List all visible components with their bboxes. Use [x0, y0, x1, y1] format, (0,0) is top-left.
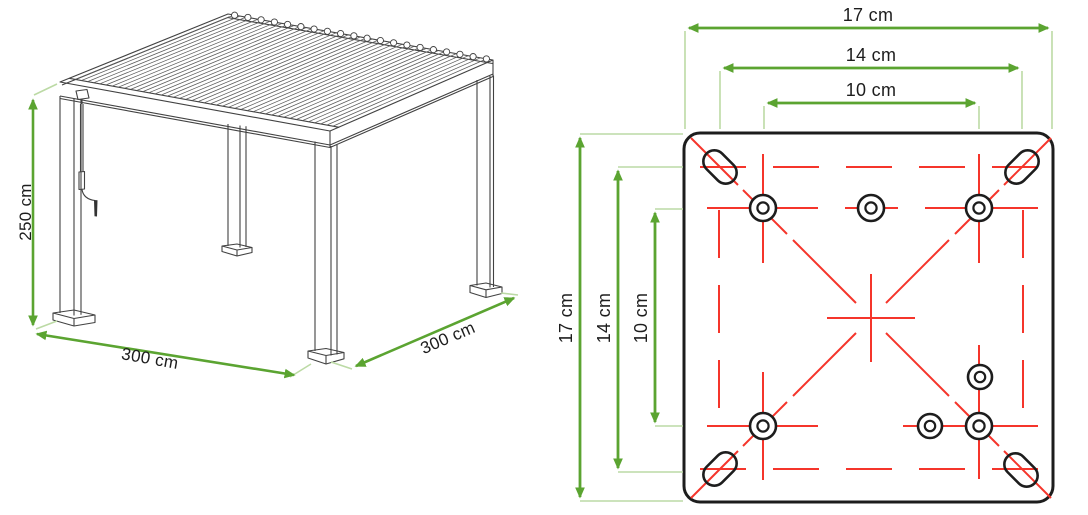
width-dimension-arrow	[354, 296, 516, 368]
post-back	[221, 124, 253, 257]
plate-dimension-labels: 17 cm 14 cm 10 cm 17 cm 14 cm 10 cm	[556, 5, 896, 343]
height-dimension-label: 250 cm	[16, 183, 35, 241]
post-front	[307, 141, 345, 365]
plate-height-10-label: 10 cm	[631, 293, 651, 344]
roof-louvers	[75, 14, 487, 127]
pergola-roof	[59, 11, 494, 149]
plate-width-17-label: 17 cm	[843, 5, 894, 25]
pergola-posts	[52, 75, 503, 365]
post-left	[52, 96, 96, 327]
corner-slot-top-left	[702, 149, 738, 185]
roof-fascia	[59, 60, 494, 149]
pergola-drawing: 250 cm 300 cm 300 cm	[16, 11, 519, 379]
bolt-hole-bottom-right-upper	[966, 363, 994, 391]
corner-slot-bottom-right	[1003, 452, 1039, 488]
base-plate-diagram: 17 cm 14 cm 10 cm 17 cm 14 cm 10 cm	[556, 5, 1055, 504]
corner-slot-top-right	[1004, 149, 1040, 185]
bolt-holes	[748, 193, 994, 441]
post-right	[469, 75, 503, 299]
bolt-hole-bottom-right	[964, 411, 994, 441]
bolt-hole-top-center	[856, 193, 886, 223]
extension-lines-plate	[580, 31, 1053, 502]
bolt-hole-bottom-right-left	[916, 412, 944, 440]
depth-dimension-arrow	[35, 330, 296, 379]
plate-dimension-arrows	[575, 23, 1050, 499]
center-cross	[827, 274, 915, 362]
bolt-hole-top-right	[964, 193, 994, 223]
crank-grip	[94, 200, 98, 217]
corner-slot-bottom-left	[702, 451, 738, 487]
plate-height-14-label: 14 cm	[594, 293, 614, 344]
bolt-hole-top-left	[748, 193, 778, 223]
plate-width-14-label: 14 cm	[846, 45, 897, 65]
width-dimension-label: 300 cm	[418, 318, 478, 358]
crank-handle	[75, 88, 98, 217]
plate-width-10-label: 10 cm	[846, 80, 897, 100]
plate-height-17-label: 17 cm	[556, 293, 576, 344]
corner-slots	[702, 149, 1040, 488]
depth-dimension-label: 300 cm	[120, 344, 180, 373]
pergola-dimensions: 250 cm 300 cm 300 cm	[16, 83, 519, 379]
bolt-hole-bottom-left	[748, 411, 778, 441]
roof-scallop-edge	[231, 11, 490, 63]
extension-lines-pergola	[33, 83, 519, 378]
